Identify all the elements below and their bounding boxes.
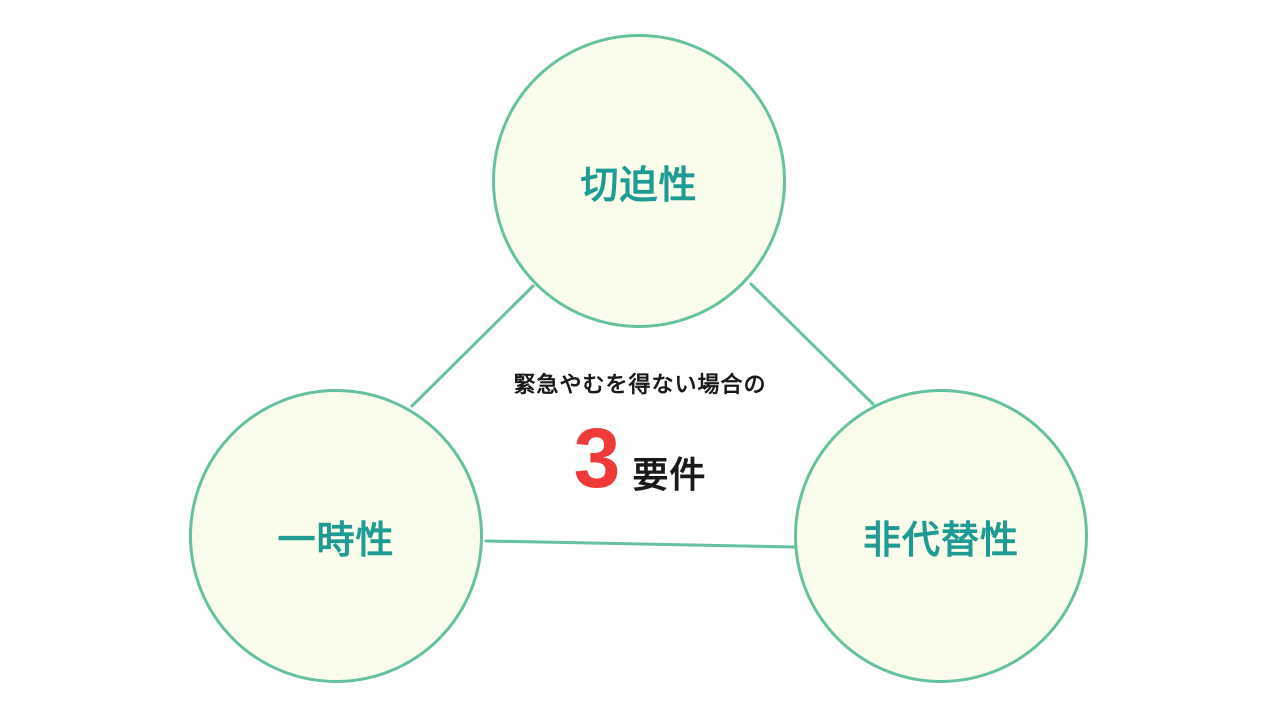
connector-top-left xyxy=(410,284,535,408)
connector-left-right xyxy=(484,539,796,549)
center-number: 3 xyxy=(573,411,621,505)
node-label-temporariness: 一時性 xyxy=(277,517,395,562)
center-caption: 緊急やむを得ない場合の 3 要件 xyxy=(440,360,840,500)
center-heading: 3 要件 xyxy=(440,416,840,500)
center-subtitle: 緊急やむを得ない場合の xyxy=(513,373,767,398)
node-label-urgency: 切迫性 xyxy=(580,162,698,207)
node-label-non-substitutability: 非代替性 xyxy=(862,517,1019,562)
node-circle-urgency: 切迫性 xyxy=(492,34,786,328)
node-circle-temporariness: 一時性 xyxy=(189,389,483,683)
connector-top-right xyxy=(749,282,875,406)
center-word: 要件 xyxy=(632,455,707,496)
node-circle-non-substitutability: 非代替性 xyxy=(794,389,1088,683)
